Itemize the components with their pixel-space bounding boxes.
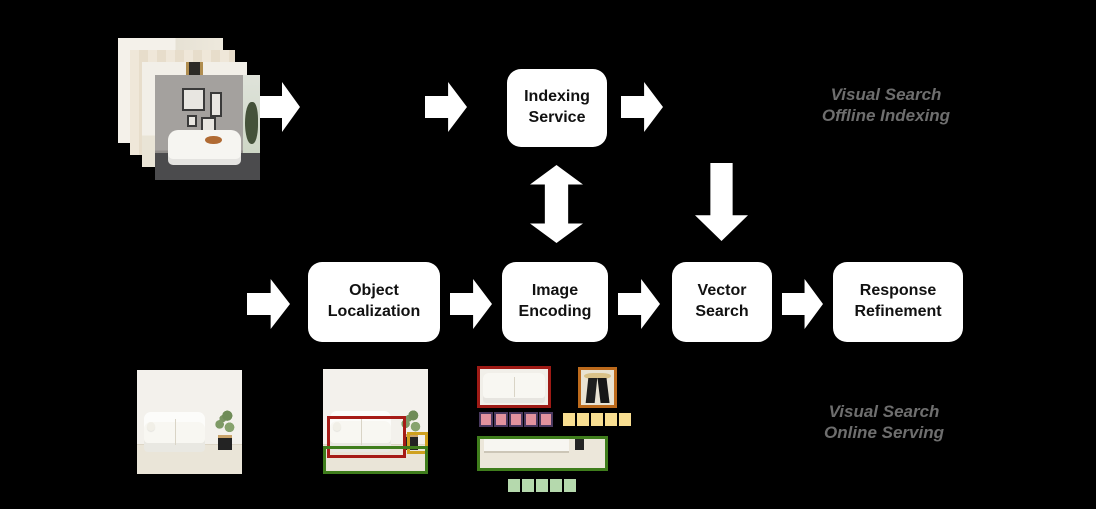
plant-illustration [245,102,258,145]
table-embedding-vector-cell [577,413,589,426]
online-serving-label: Visual Search Online Serving [789,401,979,443]
arrow-down-icon [695,163,748,241]
scene-embedding-vector-cell [564,479,576,492]
scene-embedding-vector-cell [550,479,562,492]
sofa-embedding-vector-cell [494,412,508,427]
table-crop-image [578,367,617,408]
arrow-right-icon [621,82,663,132]
scene-embedding-vector-cell [536,479,548,492]
arrow-right-icon [425,82,467,132]
scene-embedding-vector-cell [508,479,520,492]
arrow-right-icon [450,279,492,329]
sofa-illustration [167,129,242,166]
plant-illustration [212,407,235,436]
sofa-crop-image [477,366,551,408]
node-object-localization: Object Localization [308,262,440,342]
node-image-encoding: Image Encoding [502,262,608,342]
table-top-illustration [583,372,612,380]
sofa-embedding-vector [479,412,553,427]
online-label-line2: Online Serving [824,423,944,442]
node-response-refinement: Response Refinement [833,262,963,342]
offline-label-line2: Offline Indexing [821,106,951,125]
sofa-embedding-vector-cell [479,412,493,427]
localized-query-image [323,369,428,474]
sofa-embedding-vector-cell [509,412,523,427]
arrow-up-down-icon [530,165,583,243]
scene-embedding-vector-cell [522,479,534,492]
sofa-bottom-illustration [483,439,569,452]
catalog-images-stack [118,38,260,180]
dog-illustration [205,135,223,145]
picture-frame-illustration [209,91,223,117]
catalog-photo-front [155,75,260,180]
table-embedding-vector-cell [591,413,603,426]
table-embedding-vector-cell [619,413,631,426]
arrow-right-icon [260,82,300,132]
side-table-illustration [217,434,232,451]
table-embedding-vector-cell [563,413,575,426]
online-label-line1: Visual Search [828,402,940,421]
offline-label-line1: Visual Search [830,85,942,104]
sofa-bounding-box [327,416,406,458]
table-leg-illustration [575,439,584,451]
table-embedding-vector [563,413,631,426]
table-bounding-box [407,432,428,454]
scene-bounding-box [323,446,428,474]
scene-embedding-vector [508,479,576,492]
query-image [137,370,242,474]
table-leg-illustration [597,377,609,403]
arrow-right-icon [247,279,290,329]
picture-frame-illustration [182,87,206,111]
table-embedding-vector-cell [605,413,617,426]
sofa-illustration [144,411,206,453]
sofa-embedding-vector-cell [524,412,538,427]
sofa-illustration [482,372,546,403]
node-vector-search: Vector Search [672,262,772,342]
arrow-right-icon [782,279,823,329]
picture-frame-illustration [186,114,197,128]
sofa-embedding-vector-cell [539,412,553,427]
node-indexing-service: Indexing Service [507,69,607,147]
scene-crop-image [477,436,608,471]
arrow-right-icon [618,279,660,329]
offline-indexing-label: Visual Search Offline Indexing [791,84,981,126]
table-leg-illustration [585,377,598,403]
